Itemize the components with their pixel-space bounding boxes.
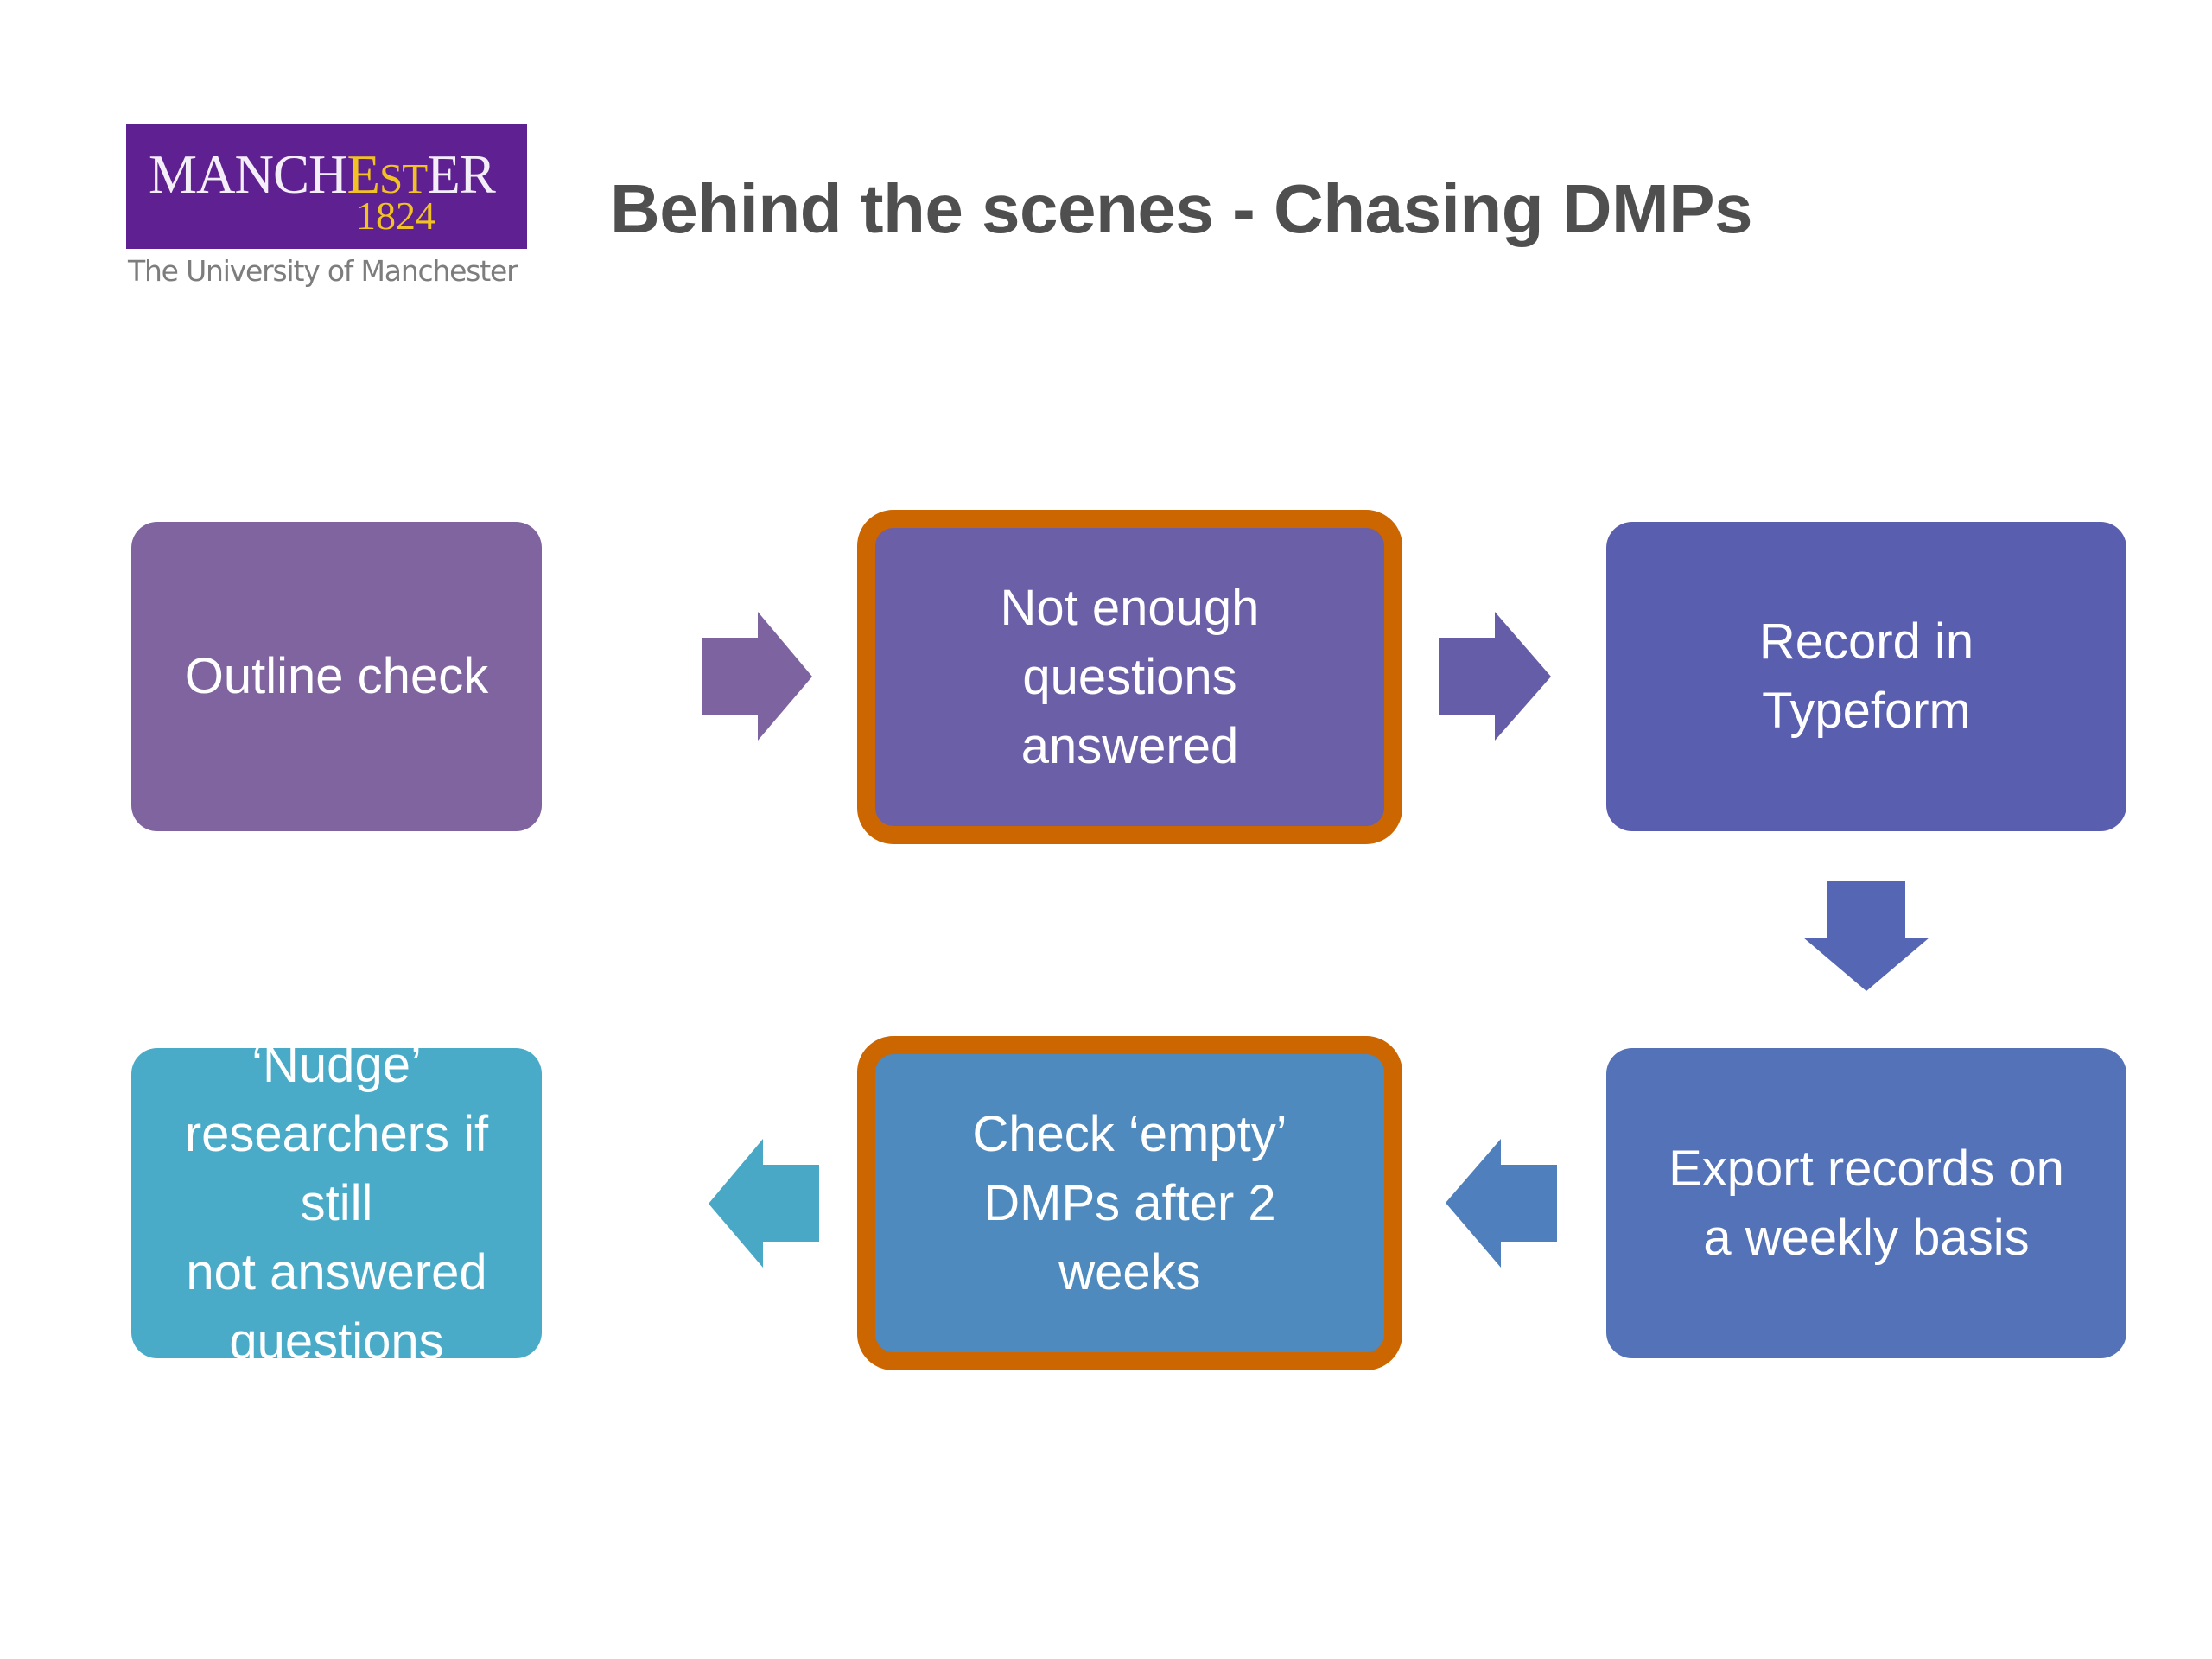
flow-step-nudge-researchers: ‘Nudge’ researchers if still not answere… bbox=[131, 1037, 542, 1370]
step-line: questions bbox=[1022, 648, 1237, 705]
flow-step-outline-check: Outline check bbox=[131, 522, 542, 831]
step-line: Typeform bbox=[1762, 683, 1971, 739]
step-line: DMPs after 2 bbox=[983, 1174, 1276, 1231]
step-line: weeks bbox=[1058, 1243, 1201, 1300]
step-line: ‘Nudge’ bbox=[251, 1036, 422, 1093]
flow-step-export-records: Export records on a weekly basis bbox=[1606, 1048, 2126, 1358]
step-line: a weekly basis bbox=[1703, 1209, 2030, 1266]
slide-title: Behind the scenes - Chasing DMPs bbox=[610, 170, 1753, 247]
step-line: researchers if still bbox=[184, 1105, 489, 1231]
logo-wordmark-part: ER bbox=[427, 144, 496, 205]
flow-step-not-enough-questions: Not enough questions answered bbox=[857, 510, 1402, 844]
university-logo: MANCHESTER 1824 bbox=[126, 124, 527, 249]
step-line: Check ‘empty’ bbox=[972, 1105, 1287, 1162]
logo-wordmark-part: S bbox=[379, 155, 403, 202]
flow-step-record-in-typeform: Record in Typeform bbox=[1606, 522, 2126, 831]
logo-wordmark-part: MANCH bbox=[149, 144, 348, 205]
logo-subtitle: The University of Manchester bbox=[128, 254, 518, 288]
flow-step-check-empty-dmps: Check ‘empty’ DMPs after 2 weeks bbox=[857, 1036, 1402, 1370]
arrow-right-icon bbox=[702, 612, 812, 741]
arrow-left-icon bbox=[709, 1139, 819, 1268]
logo-year: 1824 bbox=[356, 194, 435, 238]
step-line: Not enough bbox=[1000, 579, 1260, 636]
logo-wordmark-part: E bbox=[346, 144, 380, 205]
step-line: questions bbox=[229, 1313, 444, 1370]
step-line: Record in bbox=[1758, 613, 1974, 670]
logo-wordmark-part: T bbox=[402, 155, 428, 202]
arrow-right-icon bbox=[1439, 612, 1551, 741]
step-line: not answered bbox=[186, 1243, 487, 1300]
step-line: Outline check bbox=[184, 648, 489, 704]
arrow-left-icon bbox=[1446, 1139, 1557, 1268]
arrow-down-icon bbox=[1803, 881, 1929, 991]
step-line: Export records on bbox=[1669, 1140, 2064, 1197]
logo-wordmark: MANCHESTER bbox=[149, 148, 512, 202]
step-line: answered bbox=[1020, 717, 1239, 774]
